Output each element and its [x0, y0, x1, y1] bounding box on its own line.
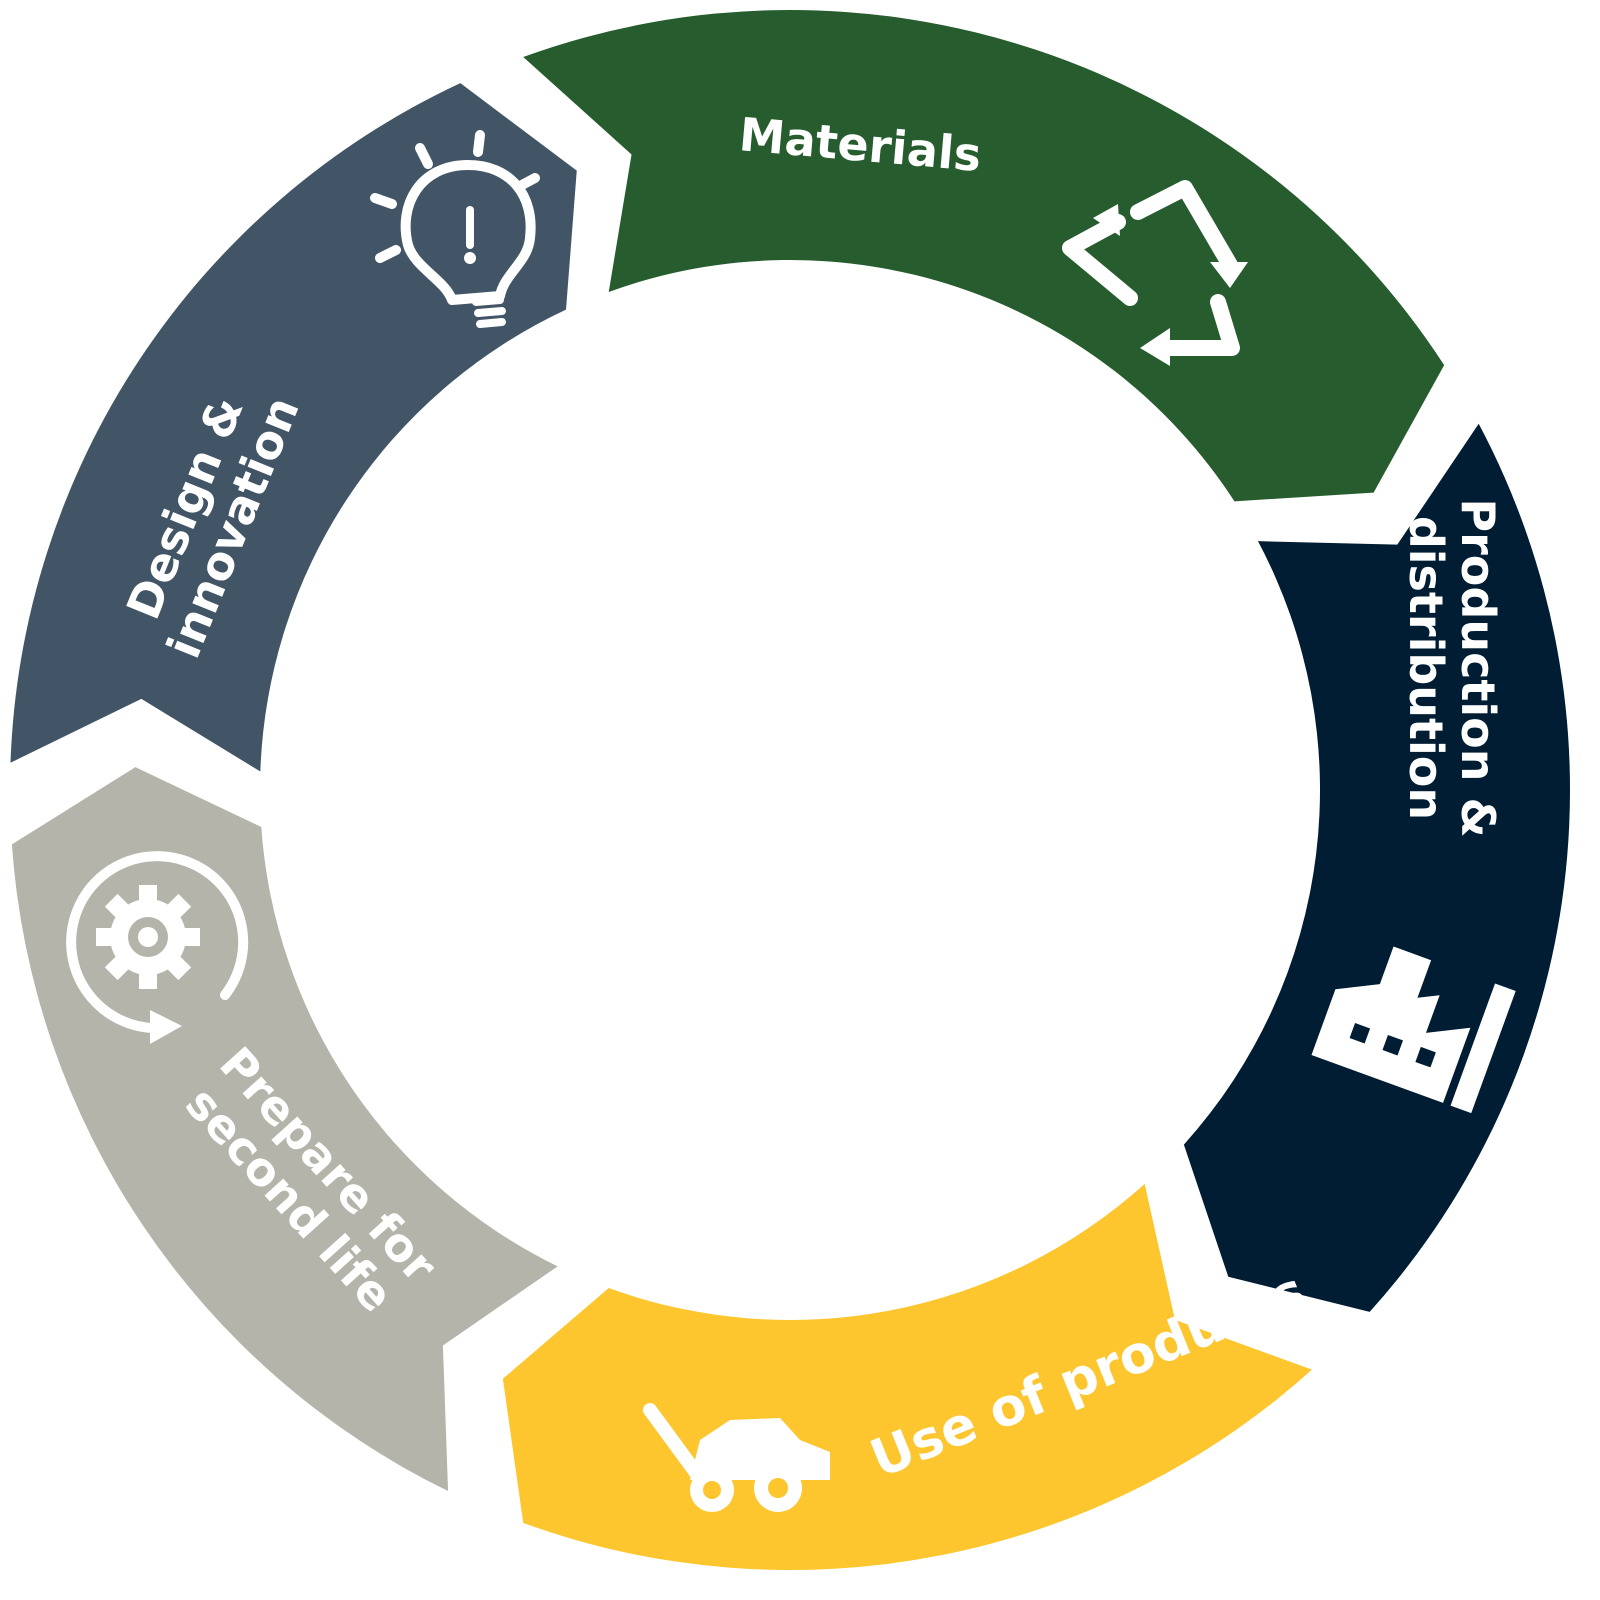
- segment-materials: [523, 9, 1445, 502]
- label-production-line1: Production &: [1451, 498, 1505, 837]
- lightbulb-icon: [370, 130, 540, 328]
- label-production-distribution: Production & distribution: [1399, 498, 1505, 837]
- gear-cycle-icon: [66, 851, 249, 1044]
- recycle-icon: [1062, 180, 1248, 366]
- lawn-mower-icon: [643, 1403, 830, 1512]
- segment-production-distribution: [1183, 423, 1570, 1312]
- label-production-line2: distribution: [1399, 516, 1453, 820]
- factory-icon: [1311, 946, 1516, 1114]
- segment-design-innovation: [10, 83, 577, 772]
- segment-use-of-products: [502, 1183, 1312, 1570]
